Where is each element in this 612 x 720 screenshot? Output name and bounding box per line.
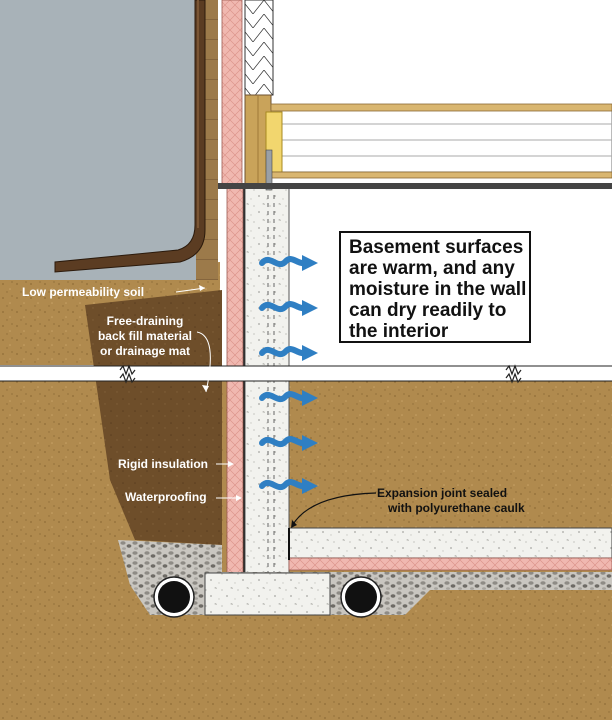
label-waterproofing: Waterproofing xyxy=(125,490,207,504)
floor-joist xyxy=(270,109,612,173)
exterior-siding xyxy=(0,0,218,280)
sub-slab-insulation xyxy=(288,557,612,571)
label-expansion-1: Expansion joint sealed xyxy=(377,486,507,500)
callout-line-3: moisture in the wall xyxy=(349,279,526,300)
downspout-icon xyxy=(54,0,206,273)
basement-slab xyxy=(288,527,612,559)
callout-line-5: the interior xyxy=(349,321,449,342)
drain-pipe-icon xyxy=(153,576,195,618)
label-free-draining-2: back fill material xyxy=(98,329,192,343)
drain-pipe-icon xyxy=(340,576,382,618)
callout-line-4: can dry readily to xyxy=(349,300,506,321)
callout-line-2: are warm, and any xyxy=(349,258,515,279)
wall-batt-insulation xyxy=(244,0,274,96)
callout-box xyxy=(339,231,531,343)
break-line-icon xyxy=(119,364,136,376)
callout-line-1: Basement surfaces xyxy=(349,237,523,258)
label-expansion-2: with polyurethane caulk xyxy=(387,501,525,515)
label-low-permeability-soil: Low permeability soil xyxy=(22,285,144,299)
label-free-draining-3: or drainage mat xyxy=(100,344,190,358)
label-free-draining-1: Free-draining xyxy=(107,314,184,328)
free-draining-backfill xyxy=(85,290,222,545)
break-band xyxy=(0,366,612,381)
footing xyxy=(204,572,331,616)
break-line-icon xyxy=(505,364,522,376)
label-rigid-insulation: Rigid insulation xyxy=(118,457,208,471)
